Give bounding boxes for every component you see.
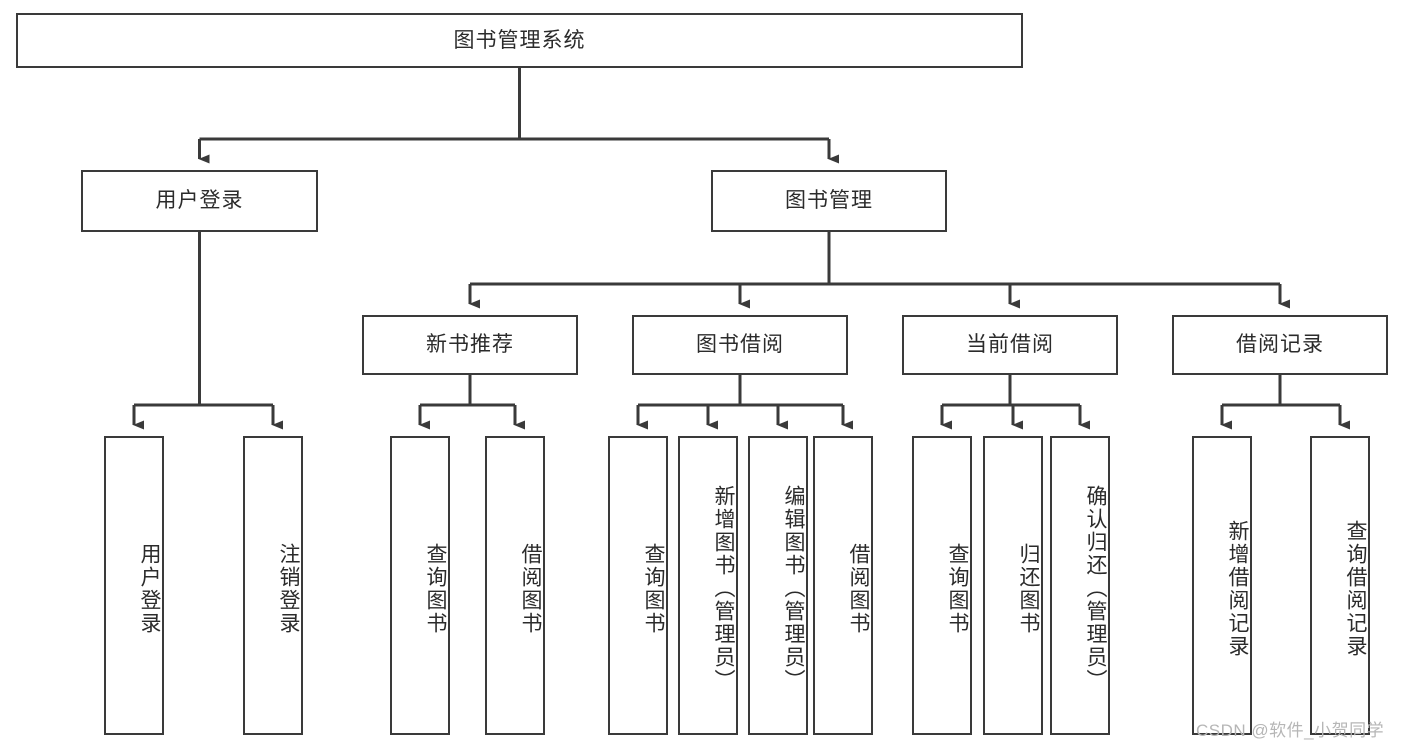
node-root[interactable]: 图书管理系统 <box>16 13 1023 68</box>
node-label: 编辑图书（管理员） <box>782 485 805 692</box>
node-label: 查询图书 <box>946 542 969 635</box>
node-leaf13[interactable]: 查询借阅记录 <box>1310 436 1370 735</box>
node-label: 注销登录 <box>277 542 300 635</box>
node-label: 用户登录 <box>138 542 161 635</box>
node-leaf1[interactable]: 用户登录 <box>104 436 164 735</box>
node-leaf12[interactable]: 新增借阅记录 <box>1192 436 1252 735</box>
node-login[interactable]: 用户登录 <box>81 170 318 232</box>
node-label: 确认归还（管理员） <box>1084 485 1107 692</box>
node-newbook[interactable]: 新书推荐 <box>362 315 578 375</box>
node-leaf6[interactable]: 新增图书（管理员） <box>678 436 738 735</box>
node-label: 图书管理 <box>785 189 873 213</box>
node-label: 新增借阅记录 <box>1226 519 1249 658</box>
node-label: 借阅图书 <box>519 542 542 635</box>
node-label: 图书借阅 <box>696 333 784 357</box>
node-label: 新书推荐 <box>426 333 514 357</box>
node-leaf5[interactable]: 查询图书 <box>608 436 668 735</box>
node-leaf7[interactable]: 编辑图书（管理员） <box>748 436 808 735</box>
node-leaf8[interactable]: 借阅图书 <box>813 436 873 735</box>
node-label: 借阅图书 <box>847 542 870 635</box>
watermark-label: CSDN @软件_小贺同学 <box>1196 721 1385 740</box>
node-label: 当前借阅 <box>966 333 1054 357</box>
node-borrow[interactable]: 图书借阅 <box>632 315 848 375</box>
node-leaf2[interactable]: 注销登录 <box>243 436 303 735</box>
node-leaf4[interactable]: 借阅图书 <box>485 436 545 735</box>
node-records[interactable]: 借阅记录 <box>1172 315 1388 375</box>
node-label: 查询借阅记录 <box>1344 519 1367 658</box>
node-label: 查询图书 <box>424 542 447 635</box>
node-label: 借阅记录 <box>1236 333 1324 357</box>
node-leaf10[interactable]: 归还图书 <box>983 436 1043 735</box>
node-label: 图书管理系统 <box>453 28 586 52</box>
node-leaf11[interactable]: 确认归还（管理员） <box>1050 436 1110 735</box>
node-leaf9[interactable]: 查询图书 <box>912 436 972 735</box>
node-label: 新增图书（管理员） <box>712 485 735 692</box>
node-current[interactable]: 当前借阅 <box>902 315 1118 375</box>
node-bookmgmt[interactable]: 图书管理 <box>711 170 947 232</box>
node-label: 查询图书 <box>642 542 665 635</box>
node-label: 归还图书 <box>1017 542 1040 635</box>
node-leaf3[interactable]: 查询图书 <box>390 436 450 735</box>
node-label: 用户登录 <box>155 189 244 213</box>
